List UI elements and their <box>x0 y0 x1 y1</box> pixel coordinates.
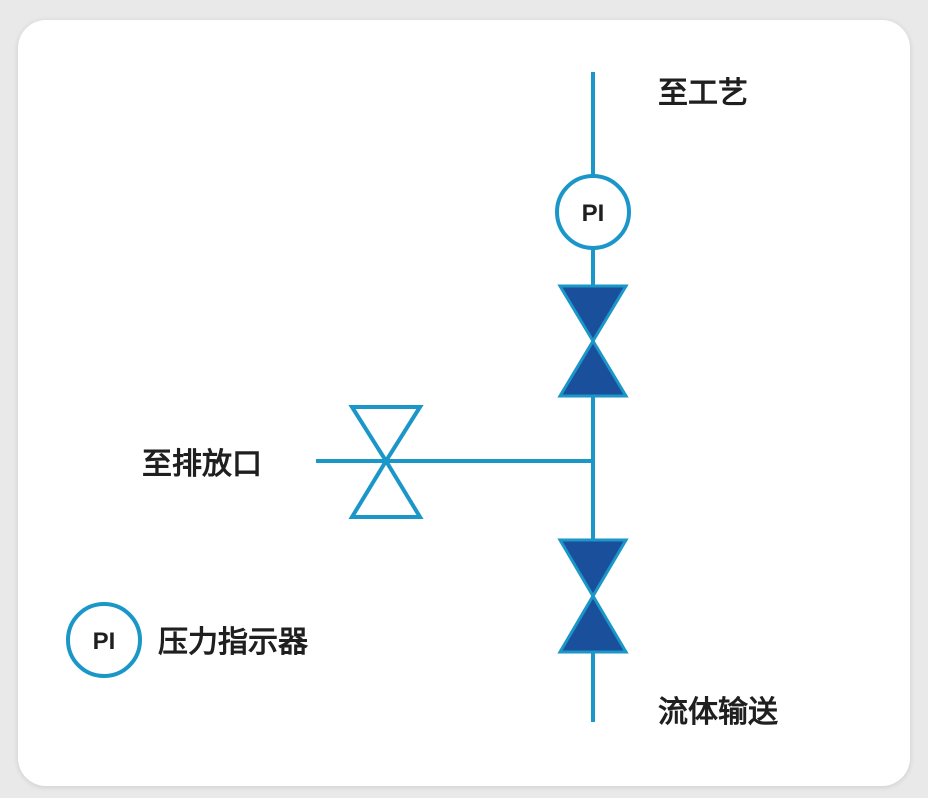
pi-tag: PI <box>582 200 605 227</box>
label-to-vent: 至排放口 <box>142 447 262 482</box>
legend-label: 压力指示器 <box>158 625 309 660</box>
lower-block-valve[interactable] <box>557 538 629 654</box>
vent-valve[interactable] <box>348 405 424 519</box>
lower-valve-bottom-triangle <box>557 593 629 654</box>
label-fluid-transfer: 流体输送 <box>658 695 778 730</box>
diagram-card <box>18 20 910 786</box>
pressure-indicator-instrument: PI <box>555 174 631 250</box>
upper-valve-top-triangle <box>557 284 629 344</box>
pi-circle <box>555 174 631 250</box>
upper-block-valve[interactable] <box>557 284 629 398</box>
legend-pi-circle <box>66 602 142 678</box>
lower-valve-top-triangle <box>557 538 629 599</box>
vent-valve-top-triangle <box>348 405 424 465</box>
upper-valve-bottom-triangle <box>557 338 629 398</box>
legend: PI 压力指示器 <box>66 602 309 678</box>
label-to-process: 至工艺 <box>658 76 748 111</box>
legend-pi-tag: PI <box>93 628 116 655</box>
vent-valve-bottom-triangle <box>348 457 424 519</box>
